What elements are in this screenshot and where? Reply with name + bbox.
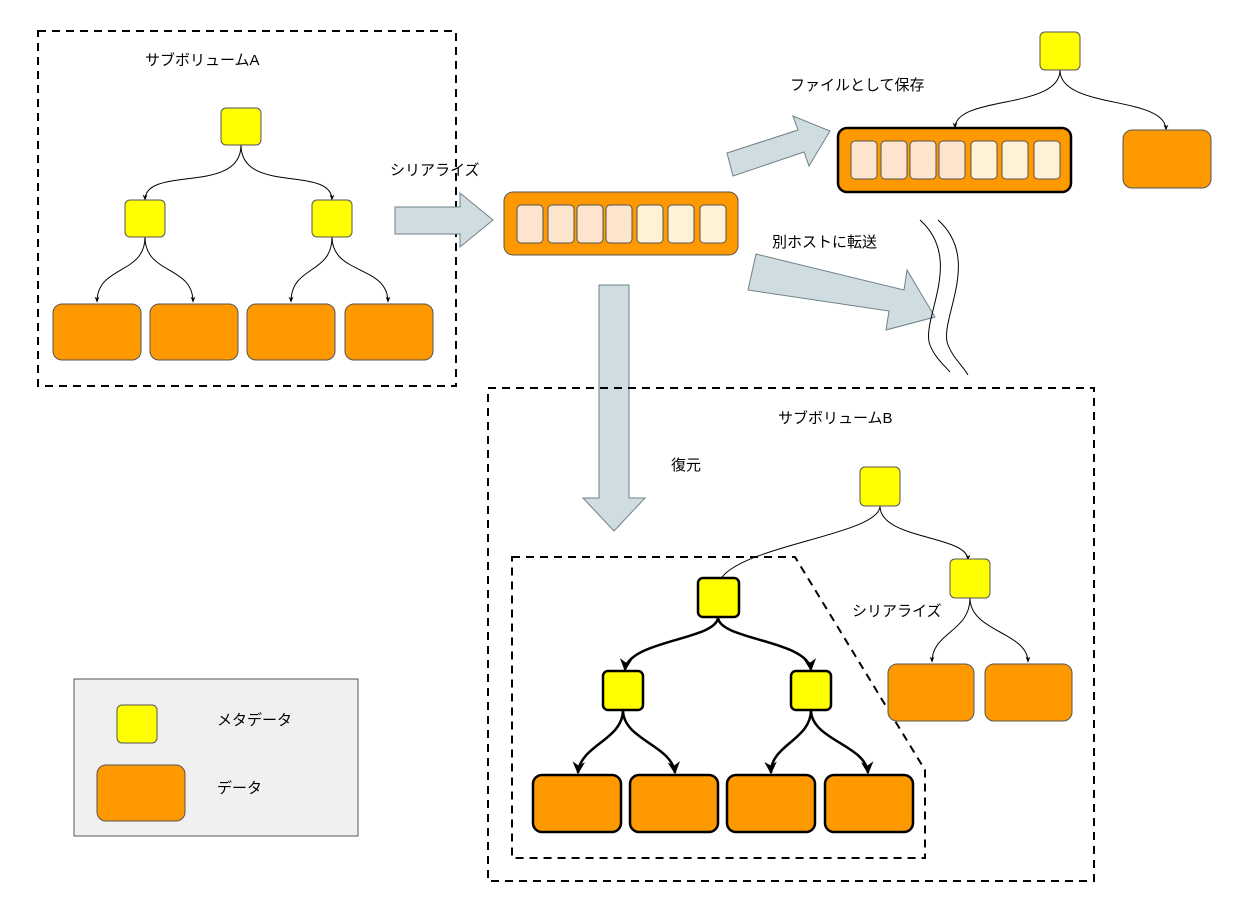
stream-cell [699, 204, 727, 244]
save-file-label: ファイルとして保存 [790, 77, 925, 94]
stream-cell [576, 204, 604, 244]
file-stream-cell [850, 140, 878, 180]
serialize-b-label: シリアライズ [852, 603, 942, 620]
metadata-node-a-right [311, 199, 353, 238]
metadata-node-b-root [859, 466, 901, 507]
legend-data-label: データ [217, 779, 262, 797]
data-node-restored-4 [823, 773, 915, 834]
subvolume-b-label: サブボリュームB [778, 409, 893, 427]
subvolume-a-edges [94, 144, 391, 303]
stream-cell [516, 204, 544, 244]
data-node-restored-1 [531, 773, 623, 834]
legend: メタデータ データ [73, 678, 359, 837]
subvolume-b: サブボリュームB シリアライズ [487, 387, 1095, 882]
file-stream-cell [1033, 140, 1061, 180]
data-node-restored-2 [628, 773, 720, 834]
file-stream-cell [909, 140, 937, 180]
serialize-label: シリアライズ [390, 162, 480, 179]
data-node-file [1122, 129, 1212, 189]
break-lines [919, 219, 969, 376]
data-node-a-1 [52, 303, 142, 361]
restore-label: 復元 [671, 457, 701, 474]
legend-data-swatch [96, 764, 186, 822]
serialized-stream [503, 191, 739, 256]
data-node-a-2 [149, 303, 239, 361]
data-node-a-3 [246, 303, 336, 361]
data-node-b-2 [984, 663, 1073, 722]
subvolume-a: サブボリュームA [37, 30, 457, 387]
stream-cell [547, 204, 575, 244]
file-stream-cell [970, 140, 998, 180]
restored-region-border [511, 556, 926, 859]
stream-cell [605, 204, 633, 244]
file-stream-cell [1001, 140, 1029, 180]
subvolume-b-border [487, 387, 1095, 882]
restored-edges [572, 616, 874, 775]
transfer-arrow [747, 253, 936, 331]
data-node-a-4 [344, 303, 434, 361]
metadata-node-a-left [124, 199, 166, 238]
legend-metadata-label: メタデータ [217, 711, 292, 729]
stream-cell [636, 204, 664, 244]
data-node-restored-3 [725, 773, 817, 834]
restore-arrow [581, 284, 647, 532]
metadata-node-restored-right [789, 669, 833, 712]
data-node-b-1 [887, 663, 975, 722]
subvolume-a-label: サブボリュームA [145, 51, 260, 69]
subvolume-b-thin-edges [719, 505, 1031, 663]
metadata-node-b-right [949, 558, 991, 599]
metadata-node-restored-root [696, 576, 741, 619]
serialize-arrow [394, 191, 494, 249]
legend-metadata-swatch [116, 704, 158, 744]
metadata-node-restored-left [601, 669, 645, 712]
file-stream-cell [938, 140, 966, 180]
metadata-node-a-root [220, 107, 262, 146]
save-file-arrow [726, 115, 831, 177]
stream-cell [667, 204, 695, 244]
transfer-label: 別ホストに転送 [772, 234, 877, 251]
file-stream-cell [880, 140, 908, 180]
metadata-node-file-root [1039, 31, 1081, 71]
saved-file [836, 31, 1212, 194]
